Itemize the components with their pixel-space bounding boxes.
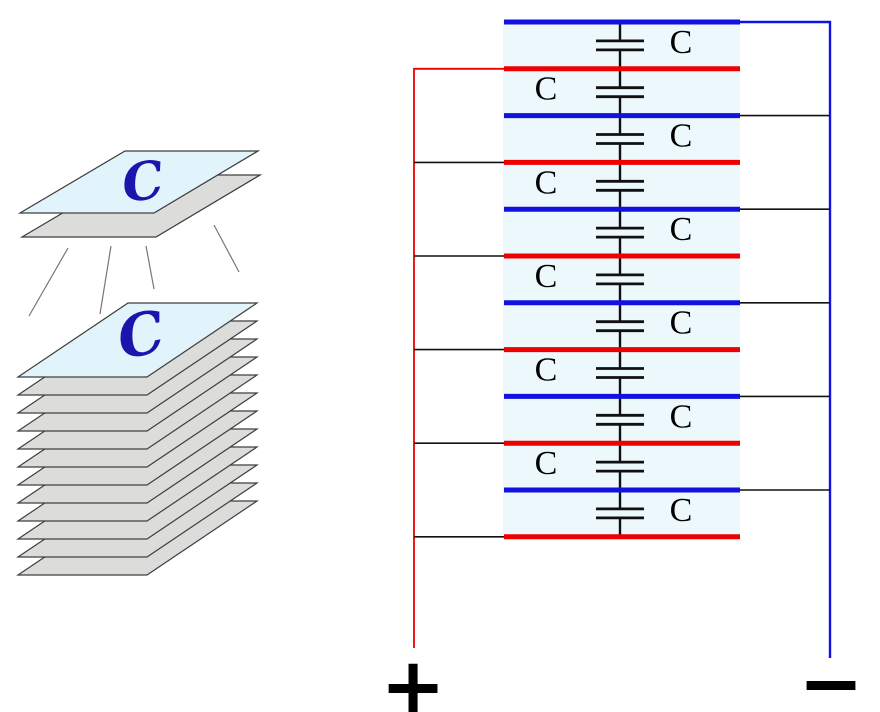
capacitor-symbol: [596, 256, 644, 303]
capacitance-label: C: [670, 24, 693, 61]
projection-lines: [28, 224, 240, 317]
capacitor-symbol: [596, 443, 644, 490]
single-capacitor: C: [17, 149, 263, 238]
stack-plates: [16, 302, 259, 576]
negative-terminal: −: [798, 639, 863, 712]
capacitance-label: C: [535, 445, 558, 482]
positive-bus-wire: [413, 67, 504, 648]
capacitor-labels: C C C C C C C C C C C: [535, 24, 693, 529]
projection-line: [145, 245, 155, 290]
capacitance-label: C: [670, 492, 693, 529]
positive-bus: [413, 67, 504, 648]
projection-line: [99, 245, 112, 315]
capacitance-label: C: [670, 211, 693, 248]
capacitor-symbols: [596, 22, 644, 537]
negative-bus: [740, 20, 832, 658]
projection-line: [28, 247, 69, 317]
capacitor-symbol: [596, 68, 644, 116]
capacitor-symbol: [596, 22, 644, 69]
capacitance-label: C: [670, 398, 693, 435]
electrode-bars: [504, 19, 740, 540]
dielectric-plate: [17, 150, 261, 214]
positive-terminal: +: [380, 642, 445, 712]
negative-bus-wire: [740, 20, 832, 658]
capacitor-symbol: [596, 162, 644, 210]
capacitance-label: C: [670, 118, 693, 155]
capacitor-symbol: [596, 115, 644, 163]
dielectric-background: [503, 20, 740, 539]
capacitor-symbol: [596, 302, 644, 350]
stack-dielectric-plate: [16, 302, 259, 378]
capacitance-label: C: [670, 305, 693, 342]
capacitance-label: C: [535, 71, 558, 108]
plate-stack: C: [16, 297, 259, 576]
unit-capacitance-label: C: [118, 149, 167, 215]
capacitance-label: C: [535, 164, 558, 201]
capacitor-symbol: [596, 490, 644, 537]
dielectric-panel: [503, 20, 740, 539]
capacitor-symbol: [596, 396, 644, 444]
projection-line: [213, 224, 240, 273]
capacitance-label: C: [535, 352, 558, 389]
capacitor-symbol: [596, 209, 644, 256]
single-capacitor-plates: [17, 150, 263, 238]
capacitance-label: C: [535, 258, 558, 295]
capacitor-symbol: [596, 349, 644, 397]
equivalent-circuit: C C C C C C C C C C C + −: [380, 19, 864, 712]
